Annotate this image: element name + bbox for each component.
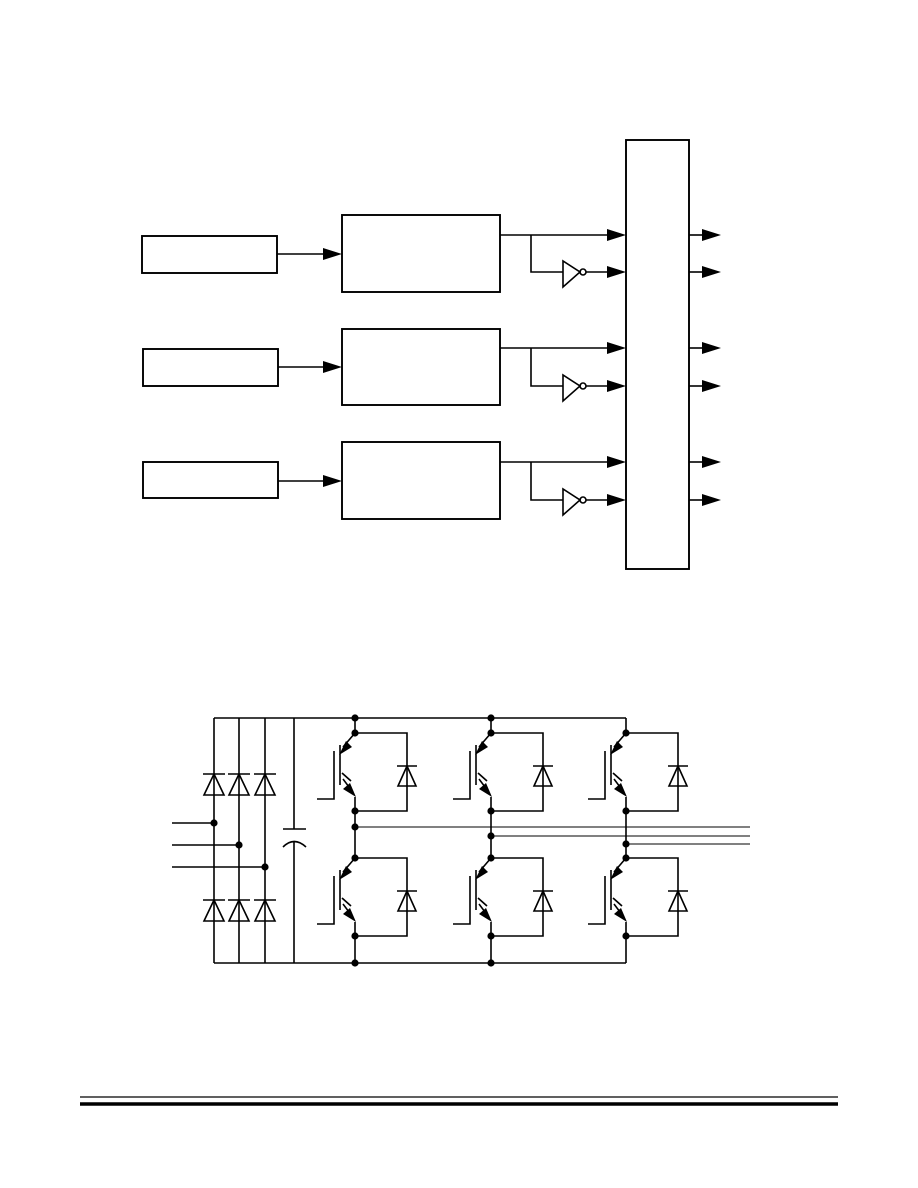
power-circuit: [172, 714, 750, 967]
ac-inputs: [172, 819, 269, 871]
motor-outputs: [355, 826, 750, 845]
inverter-gate-1: [562, 259, 582, 289]
driver-outputs: [689, 229, 721, 506]
inverter-leg-3: [587, 718, 689, 963]
igbt-high-3: [587, 718, 689, 816]
modulator-block-2: [341, 328, 501, 406]
block-diagram: [141, 139, 721, 570]
source-to-modulator-wires: [277, 248, 342, 487]
inverter-gate-3: [562, 487, 582, 517]
modulator-block-1: [341, 214, 501, 293]
driver-block: [625, 139, 690, 570]
source-block-2: [142, 348, 279, 387]
rectifier-bridge: [202, 718, 277, 963]
igbt-high-2: [452, 718, 554, 816]
inverter-leg-2: [452, 714, 554, 967]
igbt-low-3: [587, 843, 689, 941]
inverter-leg-1: [316, 714, 418, 967]
dc-link-capacitor: [282, 718, 307, 963]
igbt-low-2: [452, 843, 554, 941]
footer-rule: [80, 1096, 838, 1106]
modulator-block-3: [341, 441, 501, 520]
phase-channel-1: [500, 229, 626, 289]
phase-channel-3: [500, 456, 626, 517]
source-block-1: [141, 235, 278, 274]
igbt-high-1: [316, 718, 418, 816]
source-block-3: [142, 461, 279, 499]
igbt-low-1: [316, 843, 418, 941]
phase-channel-2: [500, 342, 626, 403]
inverter-gate-2: [562, 373, 582, 403]
